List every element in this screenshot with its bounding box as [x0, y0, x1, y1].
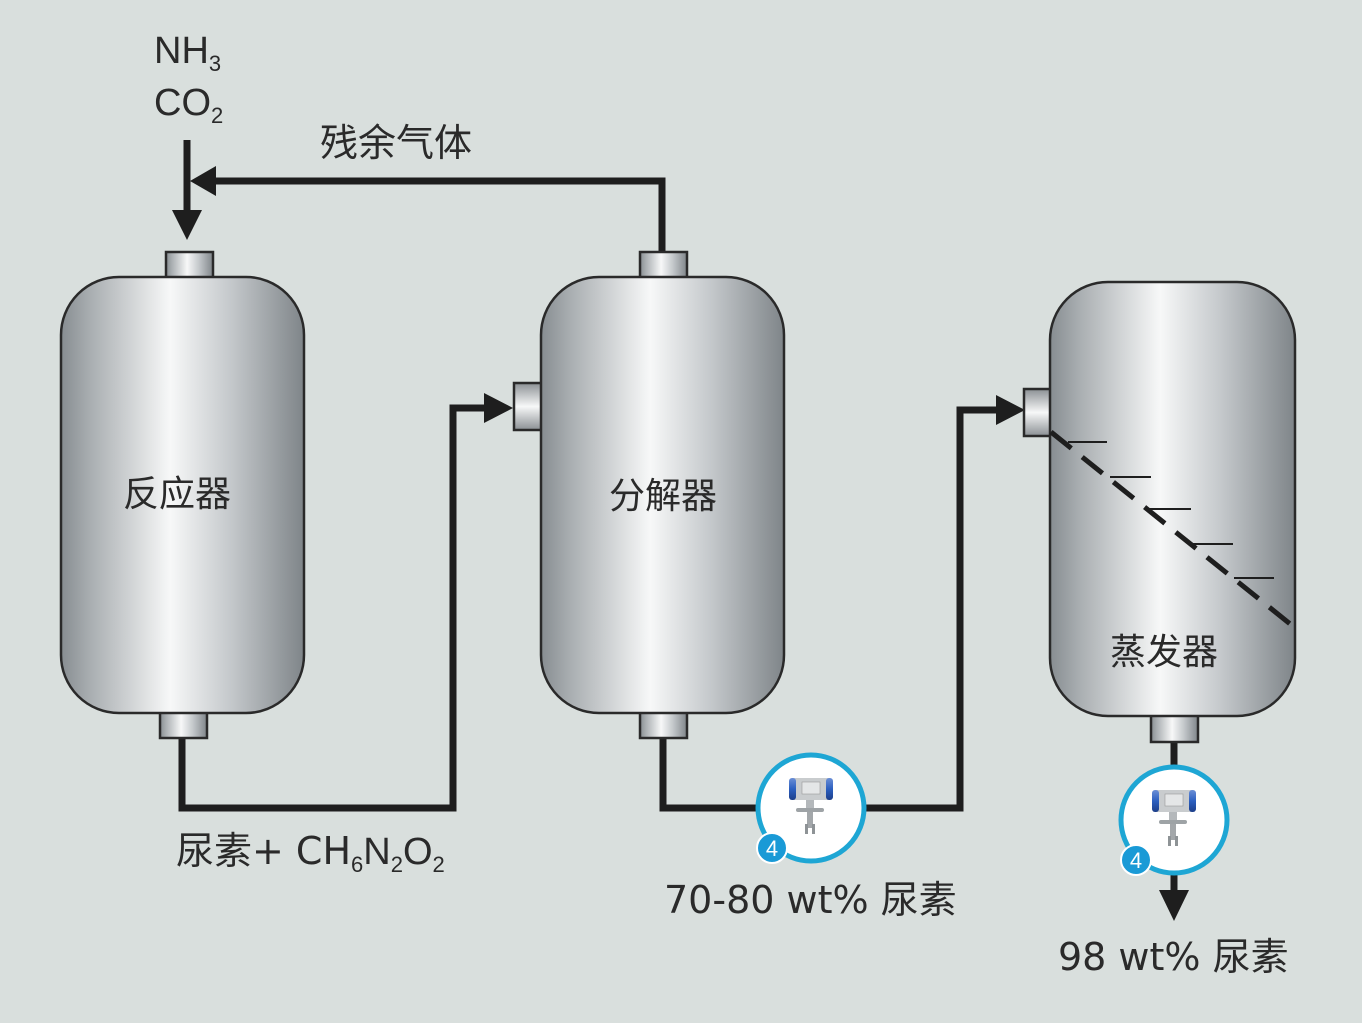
decomposer-inlet-arrow-icon — [484, 393, 513, 423]
density-meter-2[interactable]: 4 — [1118, 764, 1230, 876]
instrument-badge-1: 4 — [766, 836, 778, 861]
vessel-label-reactor: 反应器 — [123, 474, 231, 515]
vessel-reactor: 反应器 — [59, 250, 306, 740]
evaporator-trays — [1049, 430, 1296, 629]
instrument-badge-2: 4 — [1130, 848, 1142, 873]
evaporator-inlet-arrow-icon — [996, 395, 1025, 425]
reactor-to-decomposer-line — [178, 404, 490, 812]
recycle-gas-label: 残余气体 — [320, 121, 472, 165]
svg-text:CO2: CO2 — [154, 82, 223, 128]
evaporator-output-label: 98 wt% 尿素 — [1058, 935, 1289, 979]
density-meter-1[interactable]: 4 — [755, 752, 867, 864]
recycle-line — [215, 177, 666, 252]
arrowheads — [172, 166, 1189, 921]
recycle-arrow-icon — [190, 166, 216, 196]
pipes — [178, 140, 1178, 890]
vessel-decomposer: 分解器 — [512, 250, 786, 740]
svg-text:NH3: NH3 — [154, 30, 221, 76]
feed-label: NH3 CO2 — [154, 30, 223, 128]
reactor-output-label: 尿素+ CH6N2O2 — [176, 829, 445, 877]
feed-arrow-icon — [172, 210, 202, 240]
vessel-label-evaporator: 蒸发器 — [1110, 632, 1218, 673]
vessel-evaporator: 蒸发器 — [1022, 280, 1297, 744]
decomposer-to-evaporator-line-2 — [864, 406, 1000, 812]
vessel-label-decomposer: 分解器 — [609, 476, 717, 517]
product-arrow-icon — [1159, 890, 1189, 921]
decomposer-output-label: 70-80 wt% 尿素 — [664, 878, 957, 922]
decomposer-to-evaporator-line — [659, 738, 758, 812]
